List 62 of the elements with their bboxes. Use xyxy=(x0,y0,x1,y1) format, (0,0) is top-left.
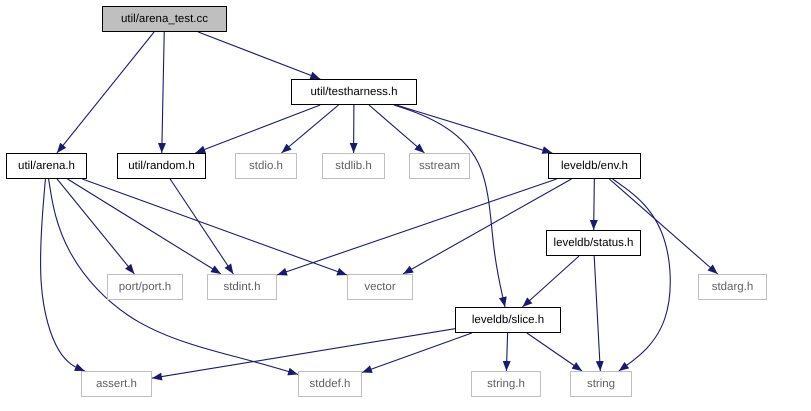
arrow xyxy=(526,332,582,372)
arrow xyxy=(402,178,572,274)
arrow xyxy=(394,104,507,308)
arrow xyxy=(281,104,339,154)
file-box xyxy=(322,153,385,179)
file-box xyxy=(291,79,417,105)
file-box xyxy=(107,274,183,300)
file-box xyxy=(102,6,227,32)
file-name: stddef.h xyxy=(310,378,350,390)
file-name: util/arena.h xyxy=(18,160,75,172)
file-name: stdarg.h xyxy=(712,281,754,293)
arrow xyxy=(594,256,604,372)
file-box xyxy=(235,153,297,179)
arrow xyxy=(362,332,472,374)
arrow xyxy=(56,32,154,154)
file-box xyxy=(207,274,277,300)
arrow xyxy=(396,104,552,154)
arrow xyxy=(522,256,580,308)
arrow xyxy=(158,32,166,154)
arrow xyxy=(368,104,425,154)
file-box xyxy=(409,153,470,179)
file-name: util/testharness.h xyxy=(310,86,398,98)
arrow xyxy=(195,104,320,154)
arrow xyxy=(612,178,671,372)
file-box xyxy=(548,153,641,179)
arrow xyxy=(198,31,320,80)
file-name: stdio.h xyxy=(249,160,283,172)
file-box xyxy=(6,153,87,179)
arrow xyxy=(67,178,222,274)
arrow xyxy=(40,178,86,372)
file-box xyxy=(570,371,632,397)
arrow xyxy=(152,328,456,381)
file-box xyxy=(698,274,767,300)
arrow xyxy=(56,178,135,274)
arrow xyxy=(276,178,557,276)
file-name: util/arena_test.cc xyxy=(121,13,208,25)
arrow xyxy=(48,178,298,376)
file-name: sstream xyxy=(419,160,460,172)
arrow xyxy=(350,105,358,153)
file-name: string xyxy=(586,378,616,390)
file-box xyxy=(347,274,413,300)
arrow xyxy=(82,178,348,276)
file-name: leveldb/env.h xyxy=(561,160,628,172)
file-box xyxy=(471,371,541,397)
file-name: port/port.h xyxy=(118,281,172,293)
file-name: util/random.h xyxy=(128,160,195,172)
file-name: vector xyxy=(364,281,396,293)
file-name: string.h xyxy=(487,378,525,390)
arrow xyxy=(590,179,598,230)
file-name: leveldb/status.h xyxy=(554,237,634,249)
file-box xyxy=(455,307,561,333)
file-box xyxy=(81,371,152,397)
arrow xyxy=(502,332,511,372)
file-name: leveldb/slice.h xyxy=(472,314,544,326)
arrow xyxy=(170,178,234,274)
file-name: assert.h xyxy=(96,378,137,390)
file-name: stdlib.h xyxy=(335,160,372,172)
file-box xyxy=(117,153,206,179)
arrow xyxy=(608,178,718,274)
file-box xyxy=(546,230,641,256)
file-name: stdint.h xyxy=(223,281,261,293)
file-box xyxy=(298,371,362,397)
